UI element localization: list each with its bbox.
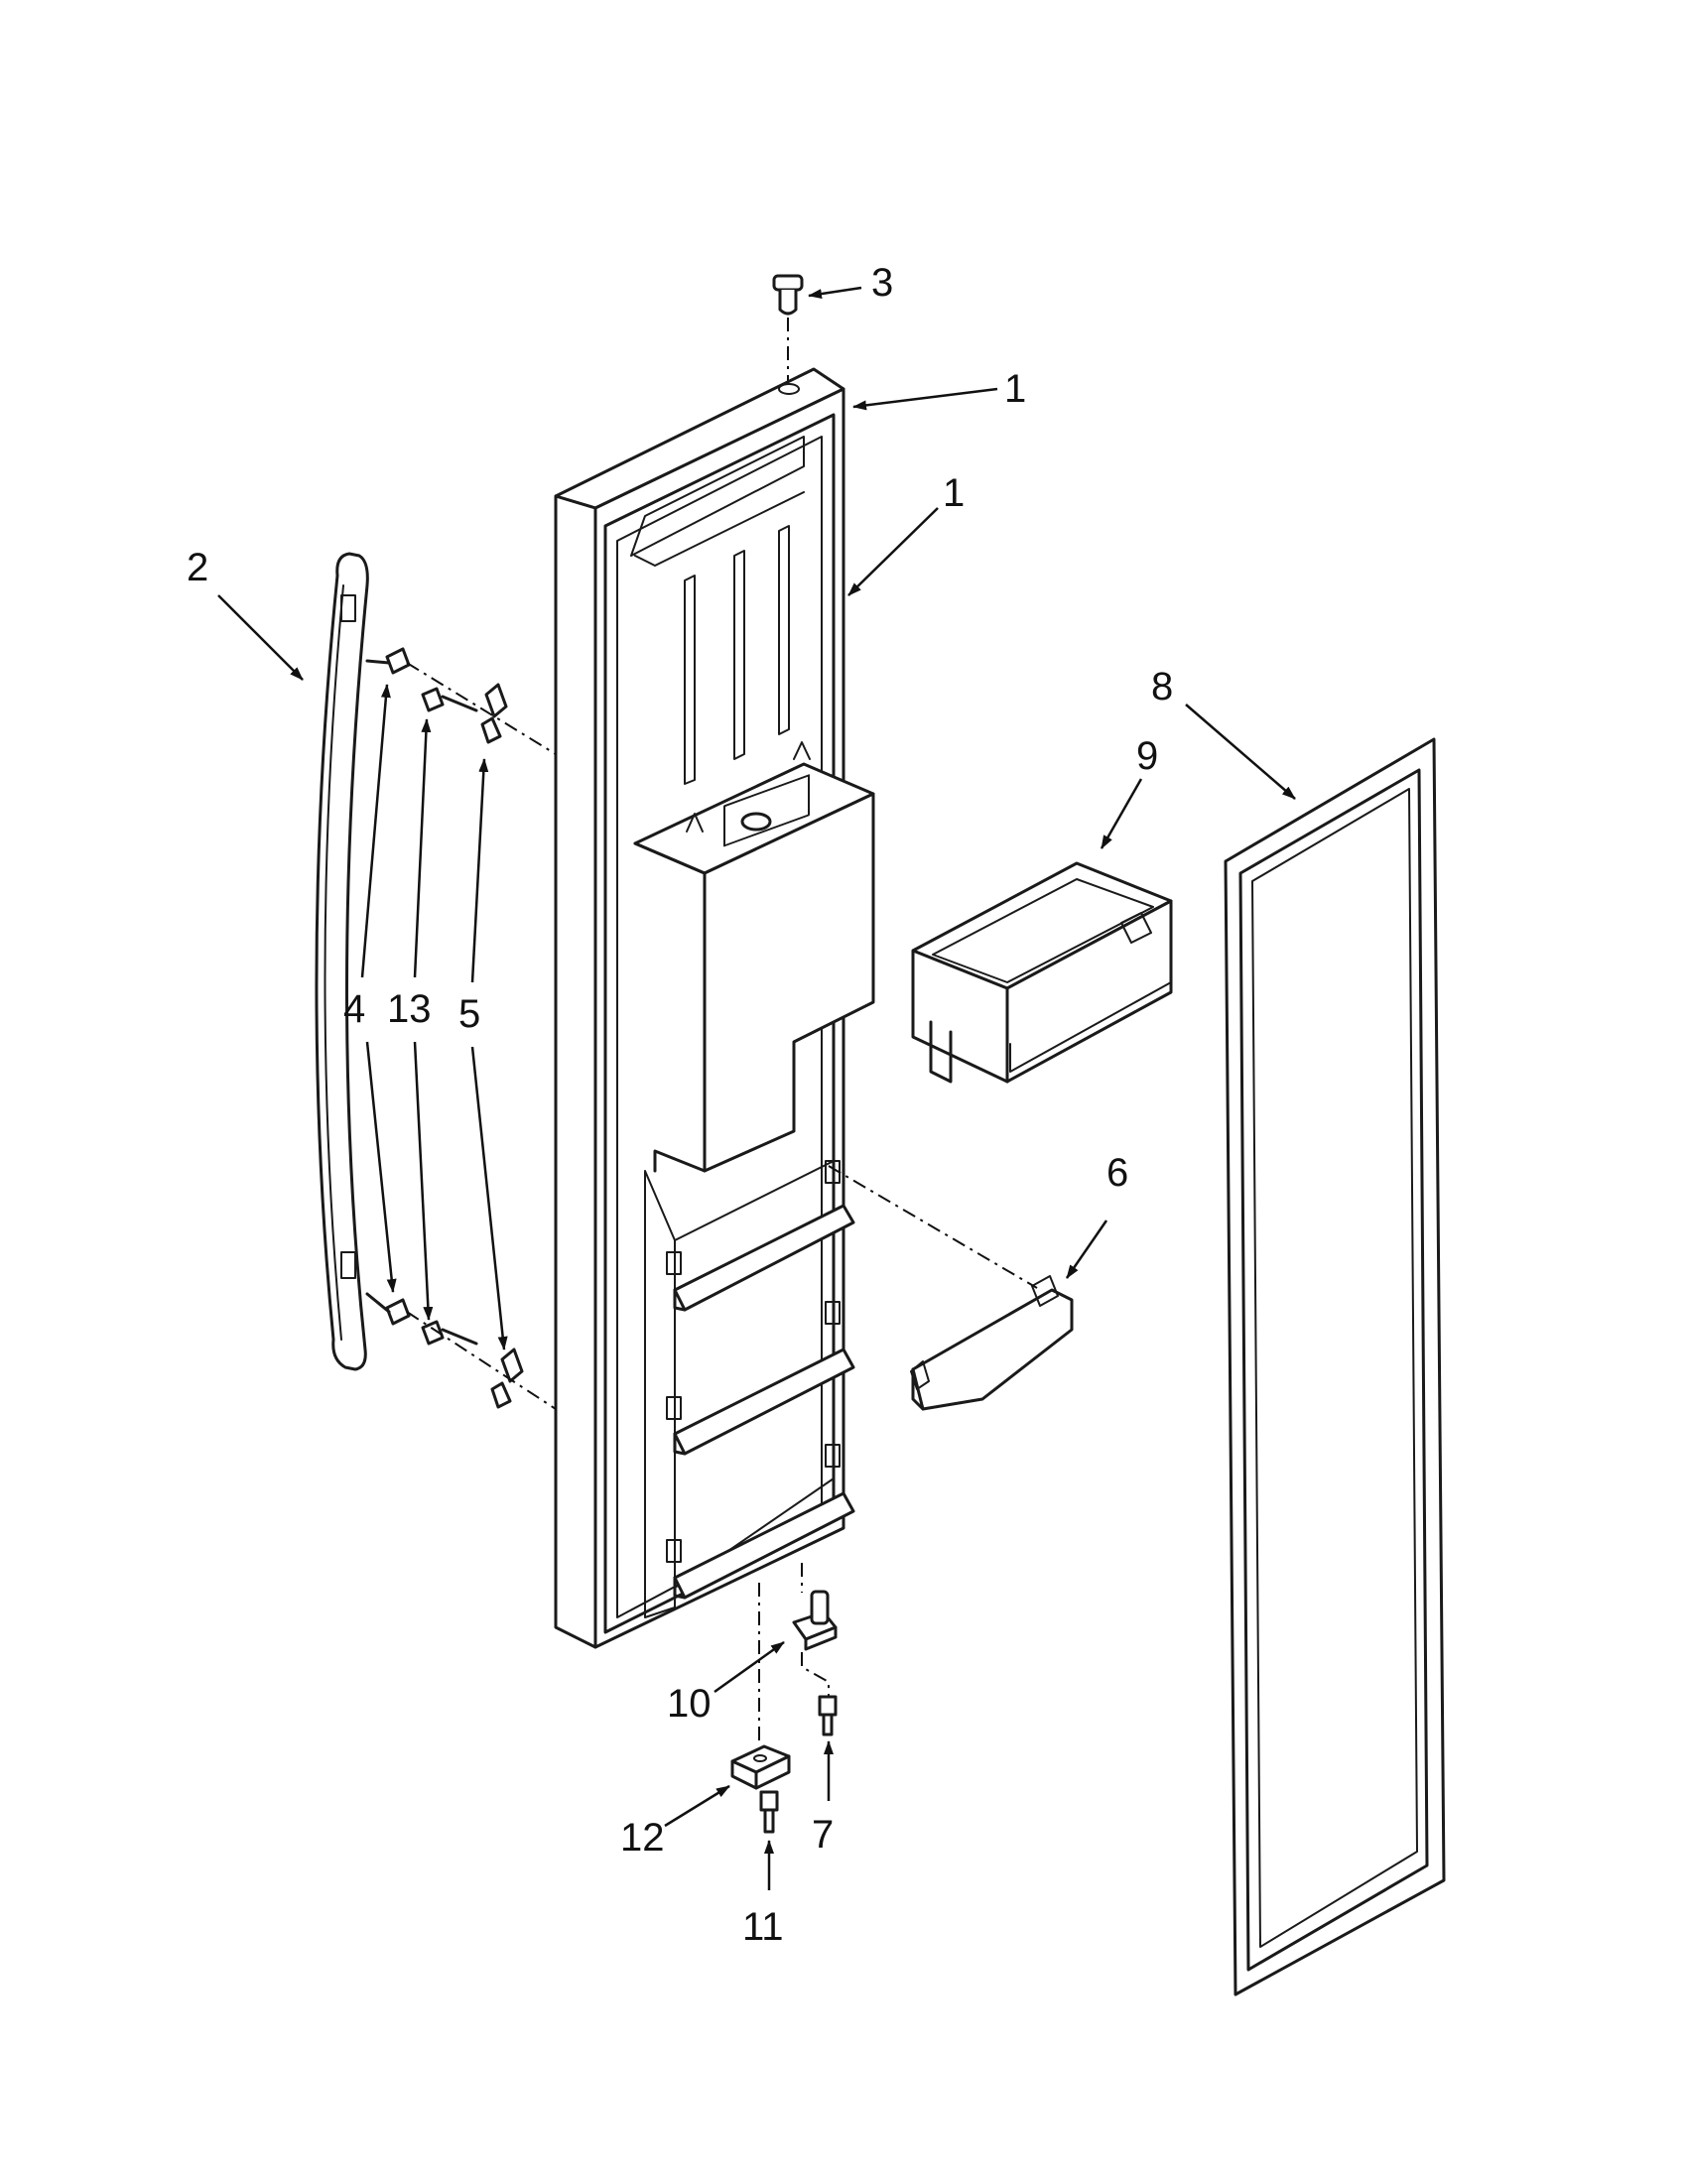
callout-12: 12 — [620, 1816, 665, 1860]
leader-12 — [664, 1784, 730, 1828]
leader-1b — [847, 507, 939, 596]
part-9-door-bin — [911, 861, 1173, 1084]
part-2-handle — [315, 552, 369, 1371]
part-4-screw-upper — [365, 647, 411, 675]
part-8-gasket — [1224, 737, 1446, 1996]
part-5-clip-lower — [490, 1348, 524, 1409]
leader-6 — [1065, 1220, 1108, 1279]
leader-1a — [852, 387, 998, 411]
part-10-hinge-pin — [792, 1590, 838, 1651]
leader-9 — [1100, 778, 1143, 849]
callout-10: 10 — [667, 1682, 712, 1726]
leader-5-lower — [470, 1046, 508, 1350]
callout-labels: 3 1 1 2 8 9 4 13 5 6 10 12 7 11 — [187, 261, 1173, 1949]
callout-5: 5 — [458, 992, 480, 1036]
part-12-hinge-block — [730, 1744, 791, 1790]
part-5-clip-upper — [480, 683, 508, 744]
callout-11: 11 — [742, 1905, 784, 1949]
callout-9: 9 — [1136, 734, 1158, 778]
part-7-axis — [801, 1652, 830, 1697]
part-13-screw-lower — [421, 1320, 478, 1346]
leader-4-lower — [365, 1041, 397, 1293]
part-6-axis — [828, 1165, 1038, 1289]
leader-2 — [217, 594, 304, 681]
part-7-screw — [818, 1695, 838, 1736]
leader-13-lower — [413, 1041, 434, 1321]
callout-13: 13 — [387, 987, 432, 1031]
callout-1-inner: 1 — [943, 471, 965, 515]
part-1-door-panel — [554, 367, 875, 1649]
part-11-screw — [759, 1790, 779, 1834]
upper-fastener-axis — [406, 662, 557, 755]
part-13-screw-upper — [421, 687, 478, 712]
leader-13-upper — [413, 718, 432, 978]
callout-8: 8 — [1151, 665, 1173, 708]
callout-1-top: 1 — [1004, 367, 1026, 411]
leader-5-upper — [470, 758, 489, 983]
part-6-door-bin — [910, 1275, 1074, 1411]
part-4-screw-lower — [365, 1292, 411, 1326]
leader-lines — [217, 286, 1296, 1890]
leader-10 — [714, 1640, 785, 1694]
callout-6: 6 — [1106, 1151, 1128, 1195]
leader-4-upper — [360, 684, 391, 978]
callout-2: 2 — [187, 546, 208, 589]
callout-7: 7 — [812, 1813, 834, 1857]
part-3-cap — [772, 274, 804, 316]
callout-3: 3 — [871, 261, 893, 305]
leader-8 — [1185, 704, 1296, 800]
callout-4: 4 — [343, 987, 365, 1031]
leader-3 — [808, 286, 862, 300]
lower-fastener-axis — [406, 1311, 557, 1410]
